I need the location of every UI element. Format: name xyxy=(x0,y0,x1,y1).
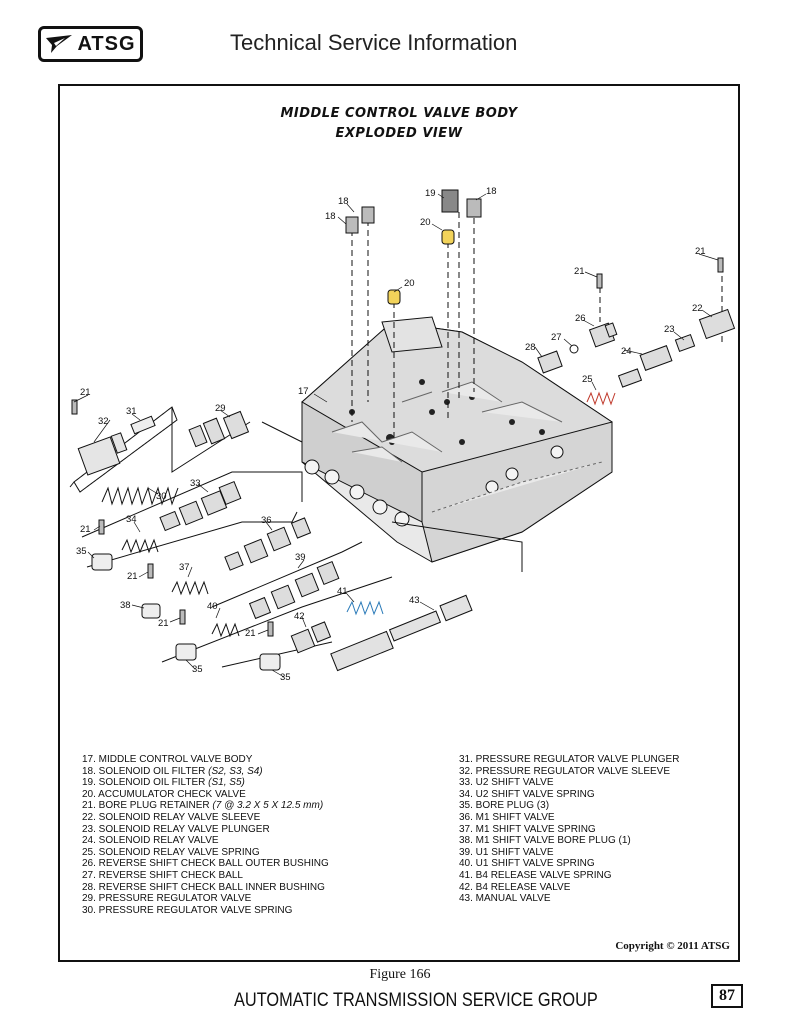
diagram-title: MIDDLE CONTROL VALVE BODY xyxy=(280,106,518,121)
legend-item: 38. M1 SHIFT VALVE BORE PLUG (1) xyxy=(459,835,631,847)
callout-38: 38 xyxy=(120,600,131,611)
spring-41 xyxy=(346,600,384,616)
callout-21e: 21 xyxy=(127,571,138,582)
callout-26: 26 xyxy=(575,313,586,324)
callout-21c: 21 xyxy=(80,387,91,398)
callout-21a: 21 xyxy=(695,246,706,257)
diagram-subtitle: EXPLODED VIEW xyxy=(335,126,463,141)
callout-40: 40 xyxy=(207,601,218,612)
callout-21b: 21 xyxy=(574,266,585,277)
legend-item: 36. M1 SHIFT VALVE xyxy=(459,811,555,823)
legend-item: 35. BORE PLUG (3) xyxy=(459,800,550,812)
callout-43: 43 xyxy=(409,595,420,606)
callout-35a: 35 xyxy=(76,546,87,557)
spring-34 xyxy=(121,538,159,554)
legend-item: 24. SOLENOID RELAY VALVE xyxy=(82,835,219,847)
callout-19: 19 xyxy=(425,188,436,199)
legend-item: 42. B4 RELEASE VALVE xyxy=(459,881,571,893)
spring-30 xyxy=(101,486,179,506)
callout-21f: 21 xyxy=(158,618,169,629)
callout-20a: 20 xyxy=(420,217,431,228)
callout-36: 36 xyxy=(261,515,272,526)
legend-item: 32. PRESSURE REGULATOR VALVE SLEEVE xyxy=(459,765,671,777)
callout-23: 23 xyxy=(664,324,675,335)
callout-18c: 18 xyxy=(486,186,497,197)
spring-40 xyxy=(211,622,240,638)
callout-41: 41 xyxy=(337,586,348,597)
sleeve-32 xyxy=(77,432,128,476)
callout-33: 33 xyxy=(190,478,201,489)
legend-item: 30. PRESSURE REGULATOR VALVE SPRING xyxy=(82,904,293,916)
callout-35b: 35 xyxy=(192,664,203,675)
bore-plugs-35 xyxy=(91,553,281,671)
callout-18b: 18 xyxy=(325,211,336,222)
callout-25: 25 xyxy=(582,374,593,385)
legend-item: 40. U1 SHIFT VALVE SPRING xyxy=(459,858,595,870)
valve-29 xyxy=(188,410,250,448)
legend-item: 20. ACCUMULATOR CHECK VALVE xyxy=(82,788,246,800)
legend-item: 33. U2 SHIFT VALVE xyxy=(459,777,554,789)
legend-item: 25. SOLENOID RELAY VALVE SPRING xyxy=(82,846,260,858)
valve-33 xyxy=(159,481,242,532)
callout-37: 37 xyxy=(179,562,190,573)
valve-42 xyxy=(290,621,332,654)
solenoid-relay-parts xyxy=(537,308,736,388)
check-valves-20 xyxy=(387,229,455,305)
legend-left-column: 17. MIDDLE CONTROL VALVE BODY 18. SOLENO… xyxy=(82,754,329,916)
legend-item: 28. REVERSE SHIFT CHECK BALL INNER BUSHI… xyxy=(82,881,325,893)
valve-36 xyxy=(224,517,312,571)
legend-right-column: 31. PRESSURE REGULATOR VALVE PLUNGER 32.… xyxy=(459,754,679,905)
callout-22: 22 xyxy=(692,303,703,314)
legend-item: 21. BORE PLUG RETAINER (7 @ 3.2 X 5 X 12… xyxy=(82,800,324,812)
legend-item: 18. SOLENOID OIL FILTER (S2, S3, S4) xyxy=(82,765,263,777)
figure-label: Figure 166 xyxy=(369,967,431,982)
logo-text: ATSG xyxy=(77,32,136,55)
callout-21g: 21 xyxy=(245,628,256,639)
exploded-view-diagram: 17 18 18 18 19 20 20 21 21 21 21 21 21 2… xyxy=(69,186,736,683)
legend-item: 27. REVERSE SHIFT CHECK BALL xyxy=(82,869,243,881)
legend-item: 29. PRESSURE REGULATOR VALVE xyxy=(82,893,252,905)
callout-17: 17 xyxy=(298,386,309,397)
callout-27: 27 xyxy=(551,332,562,343)
manual-valve-43 xyxy=(330,594,473,672)
legend-item: 34. U2 SHIFT VALVE SPRING xyxy=(459,788,595,800)
legend-item: 41. B4 RELEASE VALVE SPRING xyxy=(459,869,612,881)
valve-39 xyxy=(248,561,340,620)
callout-32: 32 xyxy=(98,416,109,427)
callout-34: 34 xyxy=(126,514,137,525)
filters-18-19 xyxy=(345,189,482,234)
callout-21d: 21 xyxy=(80,524,91,535)
copyright-notice: Copyright © 2011 ATSG xyxy=(615,940,730,952)
callout-18a: 18 xyxy=(338,196,349,207)
valve-body xyxy=(301,316,613,563)
footer-title: AUTOMATIC TRANSMISSION SERVICE GROUP xyxy=(234,990,598,1011)
callout-30: 30 xyxy=(156,491,167,502)
legend-item: 31. PRESSURE REGULATOR VALVE PLUNGER xyxy=(459,754,680,765)
legend-item: 22. SOLENOID RELAY VALVE SLEEVE xyxy=(82,811,261,823)
retainers-21 xyxy=(71,257,724,637)
atsg-logo: ATSG xyxy=(38,26,143,62)
figure-frame: MIDDLE CONTROL VALVE BODY EXPLODED VIEW xyxy=(58,84,740,962)
callout-35c: 35 xyxy=(280,672,291,683)
callout-24: 24 xyxy=(621,346,632,357)
spring-25 xyxy=(586,391,616,406)
spring-37 xyxy=(171,580,209,596)
legend-item: 37. M1 SHIFT VALVE SPRING xyxy=(459,823,596,835)
legend-item: 17. MIDDLE CONTROL VALVE BODY xyxy=(82,754,253,765)
legend-item: 43. MANUAL VALVE xyxy=(459,893,551,905)
page-header-title: Technical Service Information xyxy=(230,30,518,55)
callout-42: 42 xyxy=(294,611,305,622)
plunger-31 xyxy=(130,415,156,435)
logo-wing-icon xyxy=(46,35,73,53)
legend-item: 26. REVERSE SHIFT CHECK BALL OUTER BUSHI… xyxy=(82,858,329,870)
page-number: 87 xyxy=(711,984,743,1008)
legend-item: 19. SOLENOID OIL FILTER (S1, S5) xyxy=(82,777,245,789)
legend-item: 23. SOLENOID RELAY VALVE PLUNGER xyxy=(82,823,270,835)
callout-31: 31 xyxy=(126,406,137,417)
callout-28: 28 xyxy=(525,342,536,353)
legend-item: 39. U1 SHIFT VALVE xyxy=(459,846,554,858)
callout-39: 39 xyxy=(295,552,306,563)
callout-20b: 20 xyxy=(404,278,415,289)
callout-29: 29 xyxy=(215,403,226,414)
